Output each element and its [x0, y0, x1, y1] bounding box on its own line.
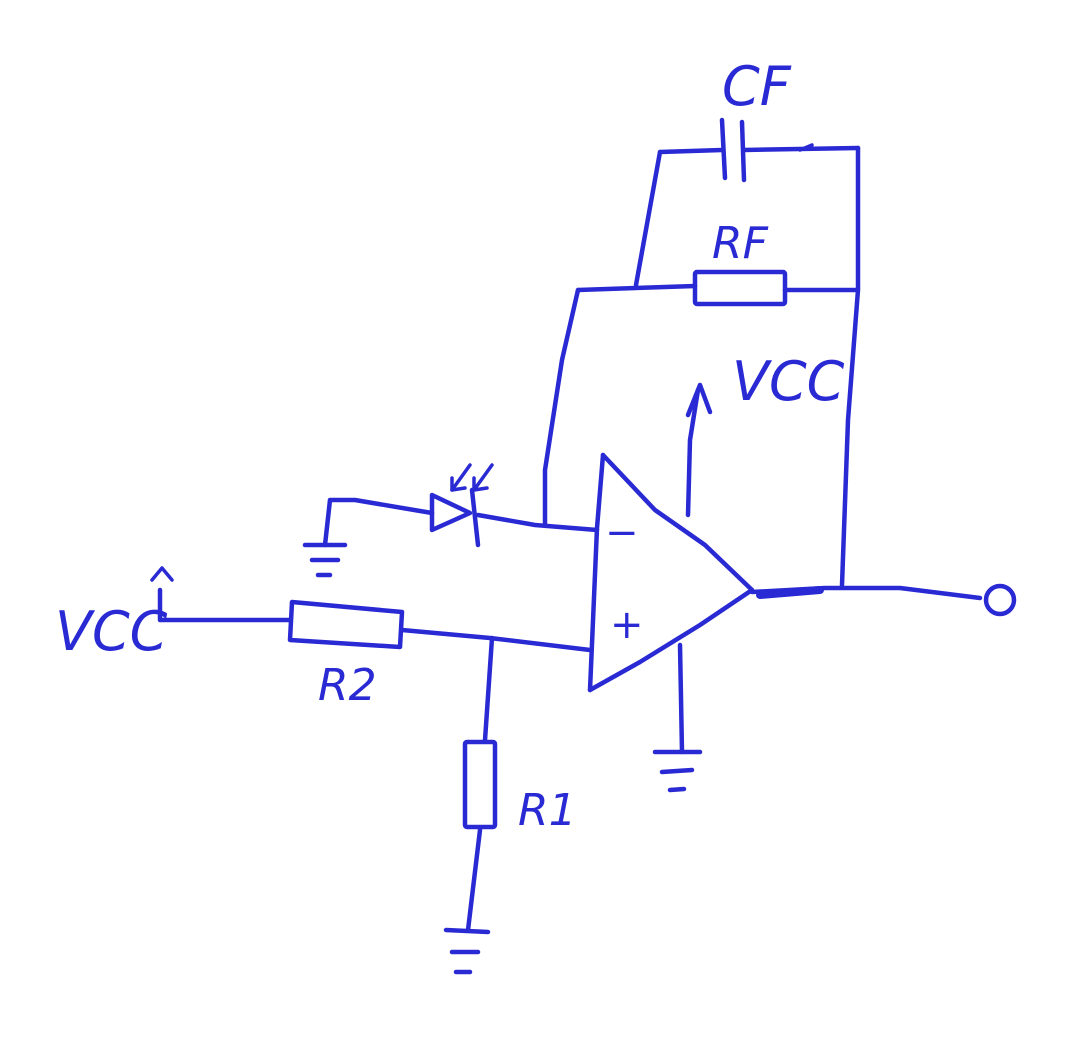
photodiode: [302, 463, 600, 578]
label-vcc-left: VCC: [55, 600, 168, 663]
inverting-sign: −: [605, 510, 639, 556]
output-line: [749, 583, 1017, 617]
resistor-r1: R1: [443, 635, 577, 975]
wire-rf-to-inverting: [542, 287, 581, 528]
wire-feedback-right: [839, 145, 861, 588]
label-rf: RF: [712, 218, 769, 269]
noninverting-sign: +: [610, 602, 644, 648]
label-r1: R1: [518, 785, 577, 836]
supply-vcc-top: VCC: [685, 350, 845, 518]
output-terminal: [983, 583, 1017, 617]
wire-cf-left: [633, 149, 663, 288]
capacitor-cf: [657, 117, 861, 183]
label-cf: CF: [722, 55, 792, 118]
label-vcc-top: VCC: [732, 350, 845, 413]
opamp-ground: [652, 642, 703, 793]
supply-vcc-left: VCC: [55, 566, 293, 663]
label-r2: R2: [318, 660, 377, 711]
resistor-r2: R2: [287, 599, 593, 711]
op-amp: − +: [587, 452, 755, 693]
resistor-rf: [575, 269, 858, 307]
